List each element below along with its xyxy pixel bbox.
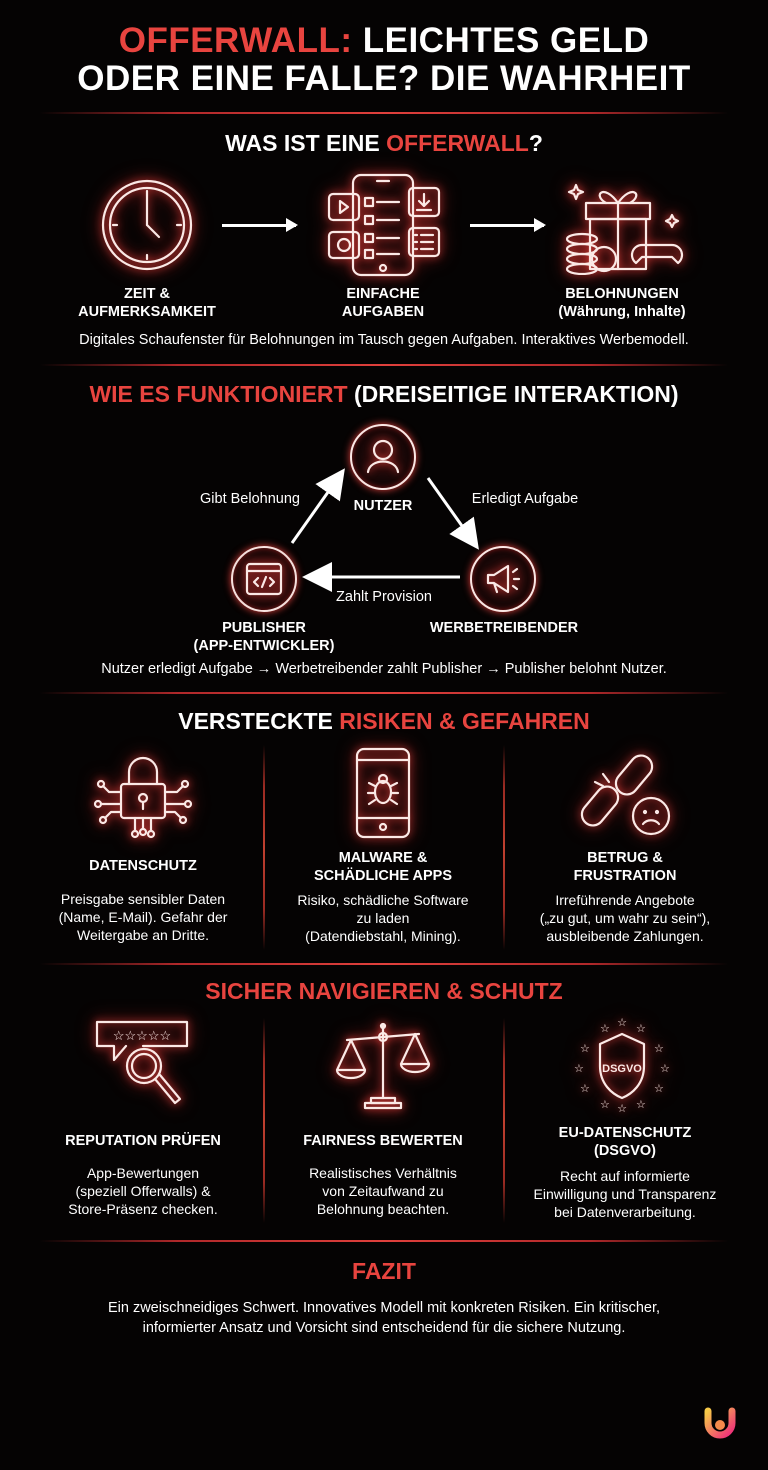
title-line1: LEICHTES GELD [352, 21, 650, 60]
advertiser-label: WERBETREIBENDER [429, 620, 579, 636]
broken-chain-sad-icon [580, 754, 671, 836]
column-divider [503, 745, 505, 950]
edge-reward-label: Gibt Belohnung [200, 491, 300, 507]
divider [40, 1240, 728, 1242]
divider [40, 963, 728, 965]
svg-text:☆: ☆ [580, 1043, 590, 1055]
review-magnifier-icon: ☆☆☆☆☆ [95, 1020, 189, 1105]
lock-circuit-icon [93, 756, 193, 839]
svg-text:☆: ☆ [636, 1099, 646, 1111]
svg-text:☆: ☆ [600, 1099, 610, 1111]
arrow-erledigt-aufgabe [426, 477, 479, 550]
risk-fraud-title: BETRUG &FRUSTRATION [573, 850, 677, 884]
eu-shield-icon: DSGVO ☆ ☆ ☆ ☆ ☆ ☆ ☆ ☆ ☆ ☆ ☆ ☆ [574, 1017, 670, 1114]
section-how-title: WIE ES FUNKTIONIERT (DREISEITIGE INTERAK… [89, 381, 679, 407]
svg-text:☆: ☆ [617, 1103, 627, 1114]
safe-gdpr-title: EU-DATENSCHUTZ(DSGVO) [558, 1125, 692, 1159]
risk-fraud-desc: Irreführende Angebote(„zu gut, um wahr z… [539, 892, 711, 944]
safe-fairness-title: FAIRNESS BEWERTEN [303, 1133, 463, 1149]
user-icon [366, 439, 400, 474]
title-line2: ODER EINE FALLE? DIE WAHRHEIT [77, 59, 691, 98]
svg-text:☆: ☆ [574, 1063, 584, 1075]
what-description: Digitales Schaufenster für Belohnungen i… [79, 332, 689, 348]
edge-commission-label: Zahlt Provision [336, 589, 432, 605]
phone-bug-icon [355, 747, 411, 839]
risk-privacy-desc: Preisgabe sensibler Daten(Name, E-Mail).… [58, 891, 228, 943]
clock-icon [101, 179, 193, 271]
flow-arrows [290, 468, 479, 592]
publisher-node [231, 546, 297, 612]
svg-text:☆: ☆ [654, 1043, 664, 1055]
publisher-label: PUBLISHER(APP-ENTWICKLER) [193, 620, 335, 654]
code-window-icon [245, 562, 283, 596]
section-safe-title: SICHER NAVIGIEREN & SCHUTZ [205, 978, 563, 1004]
safe-reputation-desc: App-Bewertungen(speziell Offerwalls) &St… [68, 1165, 218, 1217]
arrow-gibt-belohnung [290, 468, 345, 544]
svg-text:☆: ☆ [636, 1023, 646, 1035]
step-rewards: BELOHNUNGEN(Währung, Inhalte) [558, 286, 686, 320]
user-node [350, 424, 416, 490]
step-time: ZEIT &AUFMERKSAMKEIT [78, 286, 216, 320]
risk-malware-title: MALWARE &SCHÄDLICHE APPS [313, 850, 453, 884]
arrow-right-icon [222, 218, 298, 232]
svg-text:☆: ☆ [600, 1023, 610, 1035]
edge-task-label: Erledigt Aufgabe [471, 491, 579, 507]
risk-privacy-title: DATENSCHUTZ [89, 858, 197, 874]
svg-text:☆: ☆ [660, 1063, 670, 1075]
safe-reputation-title: REPUTATION PRÜFEN [65, 1133, 221, 1149]
svg-text:☆: ☆ [580, 1083, 590, 1095]
advertiser-node [470, 546, 536, 612]
user-label: NUTZER [353, 498, 413, 514]
arrow-right-icon [470, 218, 546, 232]
title-highlight: OFFERWALL: [118, 21, 353, 60]
page-title: OFFERWALL: LEICHTES GELD [0, 22, 768, 60]
fazit-text: Ein zweischneidiges Schwert. Innovatives… [107, 1300, 661, 1336]
smartphone-tasks-icon [327, 173, 441, 277]
column-divider [503, 1018, 505, 1223]
column-divider [263, 745, 265, 950]
section-risks-title: VERSTECKTE RISIKEN & GEFAHREN [178, 708, 590, 734]
svg-text:DSGVO: DSGVO [602, 1063, 642, 1075]
column-divider [263, 1018, 265, 1223]
megaphone-icon [486, 564, 521, 594]
svg-text:☆: ☆ [617, 1017, 627, 1029]
fazit-title: FAZIT [352, 1258, 416, 1284]
section-what-title: WAS IST EINE OFFERWALL? [225, 130, 543, 156]
divider [40, 364, 728, 366]
gift-rewards-icon [565, 183, 684, 275]
brand-logo [704, 1407, 736, 1439]
scales-icon [335, 1022, 431, 1110]
divider [40, 112, 728, 114]
svg-text:☆☆☆☆☆: ☆☆☆☆☆ [113, 1028, 171, 1043]
svg-text:☆: ☆ [654, 1083, 664, 1095]
divider [40, 692, 728, 694]
flow-summary: Nutzer erledigt Aufgabe → Werbetreibende… [101, 661, 667, 677]
